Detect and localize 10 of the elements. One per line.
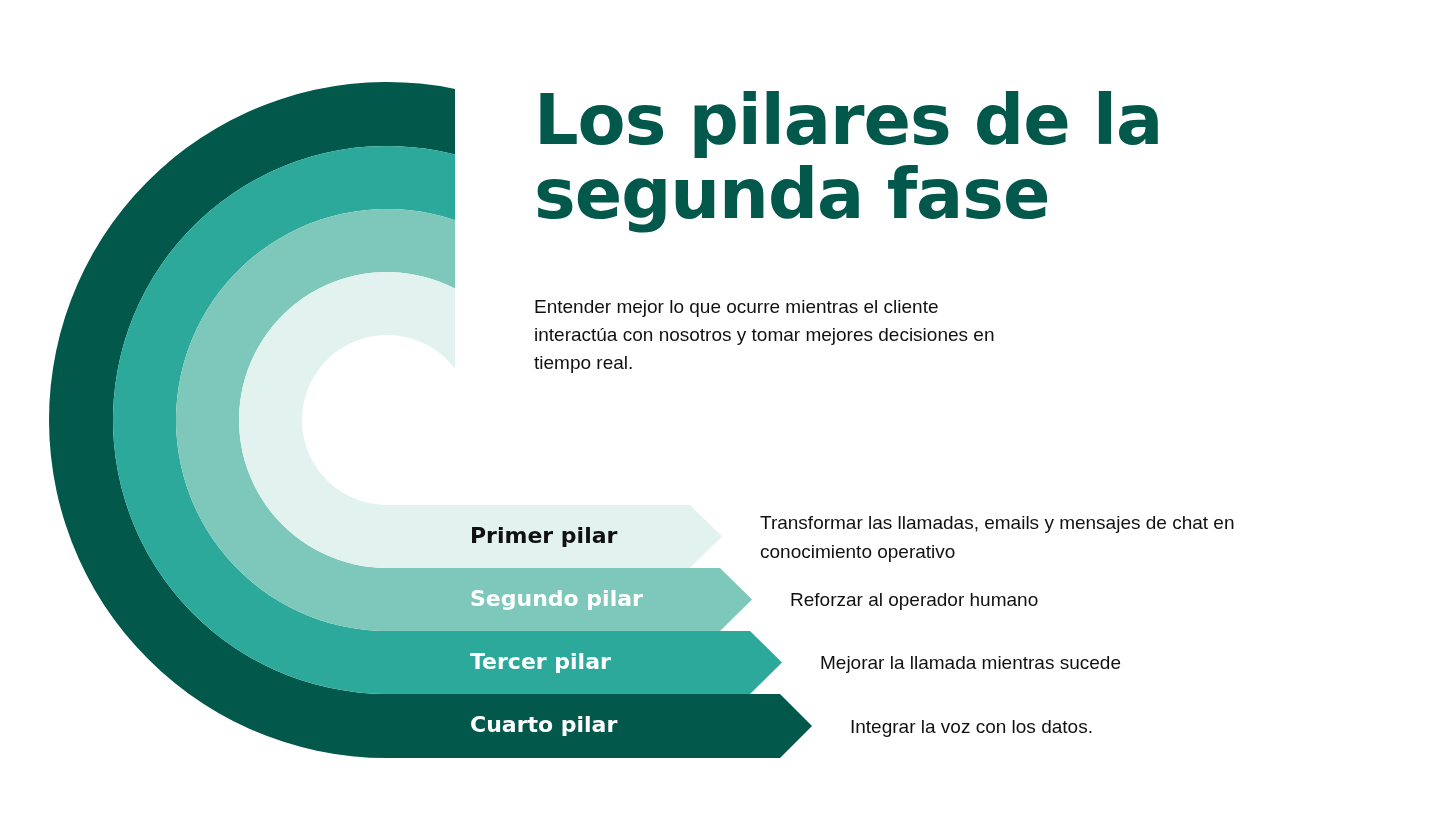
pillar-description: Reforzar al operador humano [790, 588, 1040, 612]
pillar-label: Segundo pilar [470, 585, 643, 611]
pillar-label: Tercer pilar [470, 648, 611, 674]
pillar-description: Mejorar la llamada mientras sucede [820, 651, 1122, 675]
pillar-description: Integrar la voz con los datos. [850, 714, 1094, 739]
pillar-label: Primer pilar [470, 522, 618, 548]
title: Los pilares de la segunda fase [534, 84, 1164, 231]
description-text: Entender mejor lo que ocurre mientras el cliente interactúa con nosotros y tomar mejores decisiones en tiempo real. [534, 295, 996, 375]
pillar-description: Transformar las llamadas, emails y mensajes de chat en conocimiento operativo [760, 510, 1236, 564]
pillar-label: Cuarto pilar [470, 712, 618, 737]
